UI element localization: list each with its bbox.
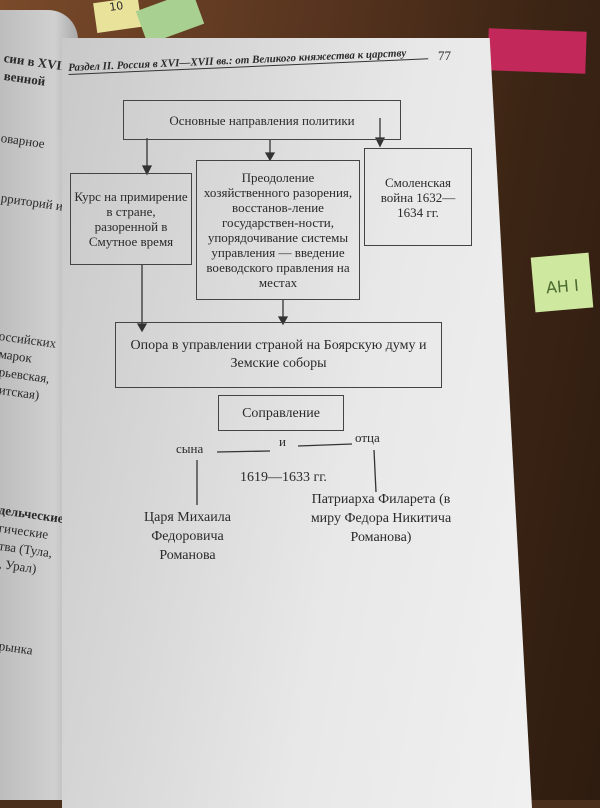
branch-box-smolensk-war: Смоленская война 1632—1634 гг. [364,148,472,246]
arrow-icon [374,137,386,148]
arrow-icon [277,316,289,326]
and-label: и [279,434,286,449]
connector-line [373,449,377,493]
branch-box-reconciliation: Курс на примирение в стране, разоренной … [70,173,192,265]
arrow-icon [141,165,153,176]
arrow-icon [264,152,276,162]
blank-line [297,443,353,447]
coreign-box: Соправление [218,395,344,431]
support-box: Опора в управлении страной на Боярскую д… [115,322,442,388]
page-number: 77 [438,48,451,63]
arrow-icon [136,323,148,333]
root-box: Основные направления политики [123,100,401,140]
right-page [62,38,532,808]
patriarch-label: Патриарха Филарета (в миру Федора Никити… [310,492,452,545]
blank-line [216,450,271,453]
father-label: отца [355,430,380,445]
years-label: 1619—1633 гг. [240,470,327,485]
tsar-label: Царя Михаила Федоровича Романова [144,510,231,563]
branch-box-recovery: Преодоление хозяйственного разорения, во… [196,160,360,300]
son-label: сына [176,441,204,456]
